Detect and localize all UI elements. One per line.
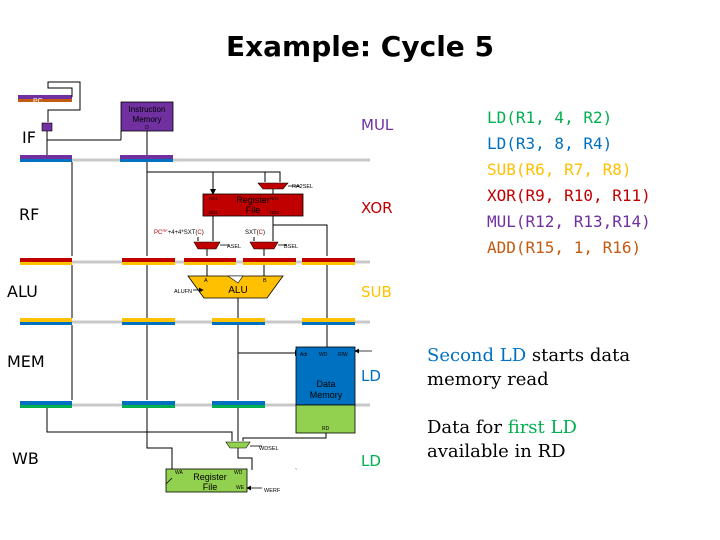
ra2sel-mux bbox=[257, 182, 289, 190]
pipe-reg-mem-wb bbox=[20, 401, 265, 408]
asel-label: ASEL bbox=[227, 244, 241, 250]
adr-label: Adr bbox=[300, 352, 308, 358]
note-first-ld-rest: available in RD bbox=[427, 441, 566, 462]
wdsel-mux bbox=[225, 441, 251, 449]
wdsel-label: WDSEL bbox=[259, 446, 279, 452]
regfile-label-1: Register bbox=[236, 195, 270, 205]
register-file-rf: Register File RA1 RA2 RD1 RD2 bbox=[202, 193, 304, 217]
slide-title: Example: Cycle 5 bbox=[225, 30, 495, 63]
stray-tick: ` bbox=[295, 469, 297, 476]
stage-label-wb: WB bbox=[12, 449, 39, 468]
program-line-3: SUB(R6, R7, R8) bbox=[487, 160, 632, 179]
data-memory: Adr WD R/W Data Memory RD bbox=[295, 346, 356, 434]
stage-label-mem: MEM bbox=[7, 352, 45, 371]
alu-label: ALU bbox=[228, 285, 247, 296]
program-line-6: ADD(R15, 1, R16) bbox=[487, 238, 642, 257]
werf-label: WERF bbox=[264, 488, 281, 494]
bsel-mux bbox=[249, 241, 279, 250]
note-first-ld-highlight: first LD bbox=[507, 417, 577, 438]
pc-adder bbox=[41, 122, 53, 132]
sxt-label: SXT(C) bbox=[245, 230, 265, 236]
alu-b-label: B bbox=[263, 278, 267, 284]
note-first-ld: Data for first LD available in RD bbox=[427, 416, 577, 464]
ra2-label: RA2 bbox=[270, 196, 279, 201]
program-line-2: LD(R3, 8, R4) bbox=[487, 134, 613, 153]
note-second-ld-highlight: Second LD bbox=[427, 345, 527, 366]
dmem-label-1: Data bbox=[316, 379, 335, 389]
asel-mux bbox=[193, 241, 221, 250]
stage-instr-alu: SUB bbox=[361, 283, 392, 301]
program-line-5: MUL(R12, R13,R14) bbox=[487, 212, 651, 231]
pipe-reg-if-rf bbox=[20, 155, 173, 162]
wb-wa-label: WA bbox=[175, 470, 184, 476]
pipe-reg-alu-mem bbox=[20, 318, 355, 325]
regfile-label-2: File bbox=[246, 205, 261, 215]
pc-label: PC bbox=[33, 98, 43, 105]
rd2-label: RD2 bbox=[270, 210, 279, 215]
pc-offset-label: PCRF+4+4*SXT(C) bbox=[154, 228, 204, 236]
rd1-label: RD1 bbox=[209, 210, 218, 215]
stage-label-alu: ALU bbox=[7, 282, 38, 301]
stage-instr-rf: XOR bbox=[361, 199, 393, 217]
dmem-label-2: Memory bbox=[310, 390, 343, 400]
imem-label-1: Instruction bbox=[129, 105, 166, 114]
wb-wd-label: WD bbox=[234, 470, 243, 476]
imem-port-label: D bbox=[145, 125, 149, 131]
pc-register: PC bbox=[18, 95, 72, 105]
dmem-wd-label: WD bbox=[319, 352, 328, 358]
wb-regfile-label-1: Register bbox=[193, 472, 227, 482]
note-second-ld: Second LD starts data memory read bbox=[427, 344, 630, 392]
program-line-4: XOR(R9, R10, R11) bbox=[487, 186, 651, 205]
register-file-wb: WA WD WE Register File bbox=[165, 468, 248, 493]
alu-unit: A B ALU bbox=[187, 275, 284, 299]
note-second-ld-rest2: memory read bbox=[427, 369, 549, 390]
ra1-label: RA1 bbox=[209, 196, 218, 201]
pipe-reg-rf-alu bbox=[20, 258, 355, 265]
note-first-ld-pre: Data for bbox=[427, 417, 508, 438]
note-second-ld-rest: starts data bbox=[526, 345, 631, 366]
stage-instr-if: MUL bbox=[361, 116, 394, 134]
stage-label-if: IF bbox=[22, 128, 36, 147]
stage-label-rf: RF bbox=[19, 205, 40, 224]
program-line-1: LD(R1, 4, R2) bbox=[487, 108, 613, 127]
wb-regfile-label-2: File bbox=[203, 482, 218, 492]
imem-label-2: Memory bbox=[133, 115, 162, 124]
stage-instr-wb: LD bbox=[361, 452, 381, 470]
rw-label: R/W bbox=[338, 352, 348, 358]
instruction-memory: Instruction Memory D bbox=[120, 101, 174, 132]
wb-we-label: WE bbox=[236, 485, 245, 491]
ra2sel-label: RA2SEL bbox=[292, 184, 313, 190]
alufn-label: ALUFN bbox=[174, 289, 192, 295]
stage-instr-mem: LD bbox=[361, 367, 381, 385]
alu-a-label: A bbox=[204, 278, 208, 284]
bsel-label: BSEL bbox=[284, 244, 298, 250]
dmem-rd-label: RD bbox=[322, 426, 330, 432]
